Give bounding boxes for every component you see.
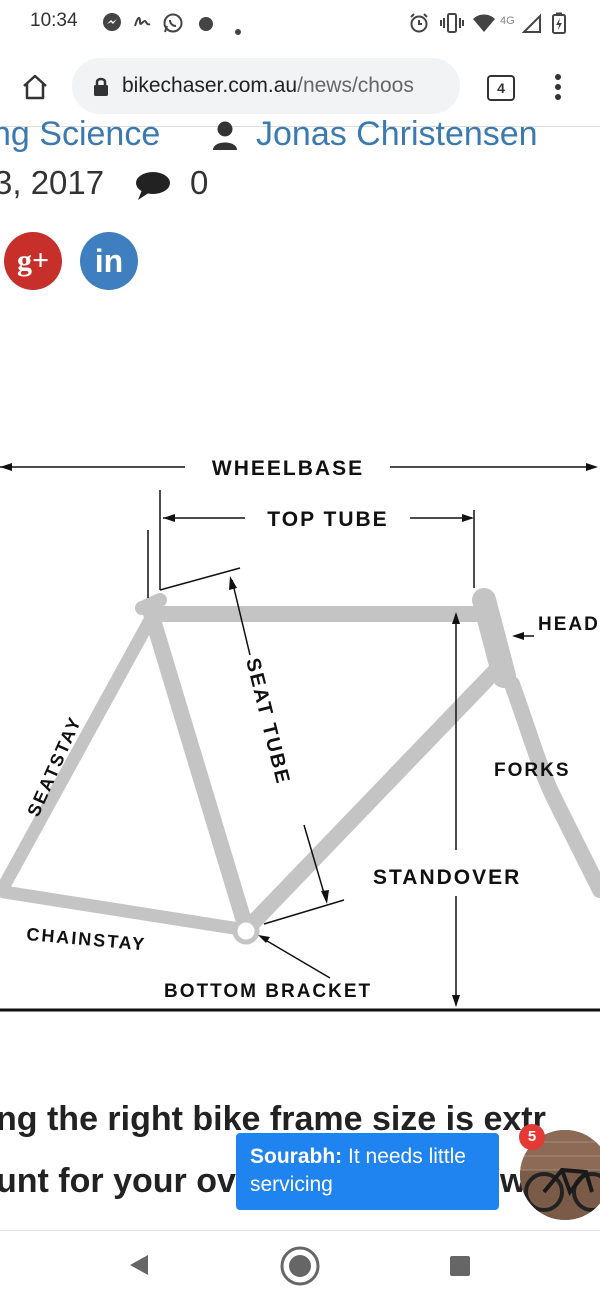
- url-domain: bikechaser.com.au: [122, 74, 298, 97]
- article-body-line-1: ng the right bike frame size is extr: [0, 1100, 546, 1138]
- status-bar: 10:34 4G: [0, 0, 600, 46]
- vibrate-icon: [440, 12, 464, 39]
- down-tube-shape: [238, 660, 506, 938]
- head-label: HEAD: [538, 614, 600, 635]
- home-icon[interactable]: [20, 72, 50, 107]
- seatpost-collar-shape: [135, 593, 167, 615]
- article-body-line-2: unt for your ov: [0, 1162, 236, 1200]
- small-dot-icon: [234, 19, 242, 41]
- recents-icon[interactable]: [449, 1255, 471, 1282]
- google-plus-share-button[interactable]: g+: [4, 232, 62, 290]
- bike-frame-diagram: WHEELBASE TOP TUBE HEAD SEAT TUBE SEATST…: [0, 457, 600, 1012]
- chat-unread-badge: 5: [519, 1124, 545, 1150]
- fork-shape: [504, 676, 600, 898]
- measurement-lines: [0, 463, 600, 1012]
- bottom-bracket-label: BOTTOM BRACKET: [164, 981, 372, 1002]
- frame-tubes: [0, 588, 600, 938]
- browser-toolbar: bikechaser.com.au/news/choos 4: [0, 46, 600, 127]
- article-date: 3, 2017: [0, 164, 105, 201]
- whatsapp-icon: [162, 12, 184, 39]
- seatstay-shape: [0, 613, 157, 893]
- standover-label: STANDOVER: [373, 866, 521, 889]
- user-icon: [212, 120, 238, 157]
- url-path: /news/choos: [297, 74, 414, 97]
- more-menu-icon[interactable]: [553, 72, 563, 107]
- address-bar[interactable]: bikechaser.com.au/news/choos: [72, 58, 460, 114]
- status-time: 10:34: [30, 10, 78, 31]
- battery-icon: [552, 12, 566, 39]
- linkedin-share-button[interactable]: in: [80, 232, 138, 290]
- signature-app-icon: [132, 12, 152, 37]
- seat-tube-shape: [142, 602, 254, 936]
- messenger-icon: [102, 12, 122, 37]
- alarm-icon: [408, 12, 430, 39]
- back-icon[interactable]: [128, 1253, 150, 1282]
- top-tube-label: TOP TUBE: [267, 508, 388, 531]
- tab-switcher-button[interactable]: 4: [487, 75, 515, 101]
- head-tube-shape: [472, 588, 516, 688]
- bottom-bracket-shape: [232, 917, 260, 945]
- forks-label: FORKS: [494, 760, 571, 781]
- article-category-link[interactable]: ng Science: [0, 115, 161, 153]
- comment-icon: [134, 170, 172, 207]
- chainstay-label: CHAINSTAY: [26, 924, 147, 954]
- seat-tube-label: SEAT TUBE: [241, 656, 294, 787]
- chat-message-bubble[interactable]: Sourabh: It needs little servicing: [236, 1133, 499, 1210]
- comment-count: 0: [190, 164, 209, 201]
- signal-icon: [521, 12, 542, 39]
- dot-icon: [198, 15, 214, 37]
- home-nav-icon[interactable]: [279, 1245, 321, 1292]
- chat-message-part2: servicing: [250, 1173, 333, 1196]
- chainstay-shape: [0, 885, 253, 937]
- chat-sender: Sourabh:: [250, 1145, 343, 1168]
- url-text: bikechaser.com.au/news/choos: [122, 74, 414, 98]
- lock-icon: [92, 76, 110, 103]
- network-type: 4G: [500, 15, 515, 27]
- wifi-icon: [472, 12, 496, 39]
- system-navigation-bar: [0, 1230, 600, 1300]
- author-link[interactable]: Jonas Christensen: [256, 115, 538, 153]
- chat-message-part1: It needs little: [348, 1145, 466, 1168]
- wheelbase-label: WHEELBASE: [212, 457, 364, 480]
